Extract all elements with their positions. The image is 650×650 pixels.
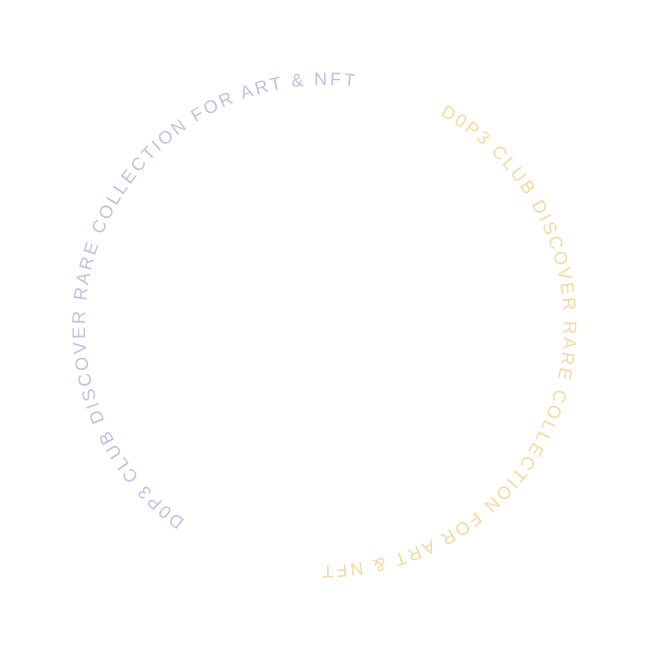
ring-text-right-content: D0P3 CLUB DISCOVER RARE COLLECTION FOR A…	[320, 101, 580, 581]
ring-text-right-path: D0P3 CLUB DISCOVER RARE COLLECTION FOR A…	[320, 101, 580, 581]
ring-text-right: D0P3 CLUB DISCOVER RARE COLLECTION FOR A…	[320, 101, 580, 581]
ring-text-left: D0P3 CLUB DISCOVER RARE COLLECTION FOR A…	[69, 69, 359, 533]
ring-text-left-content: D0P3 CLUB DISCOVER RARE COLLECTION FOR A…	[69, 69, 359, 533]
ring-text-left-path: D0P3 CLUB DISCOVER RARE COLLECTION FOR A…	[69, 69, 359, 533]
